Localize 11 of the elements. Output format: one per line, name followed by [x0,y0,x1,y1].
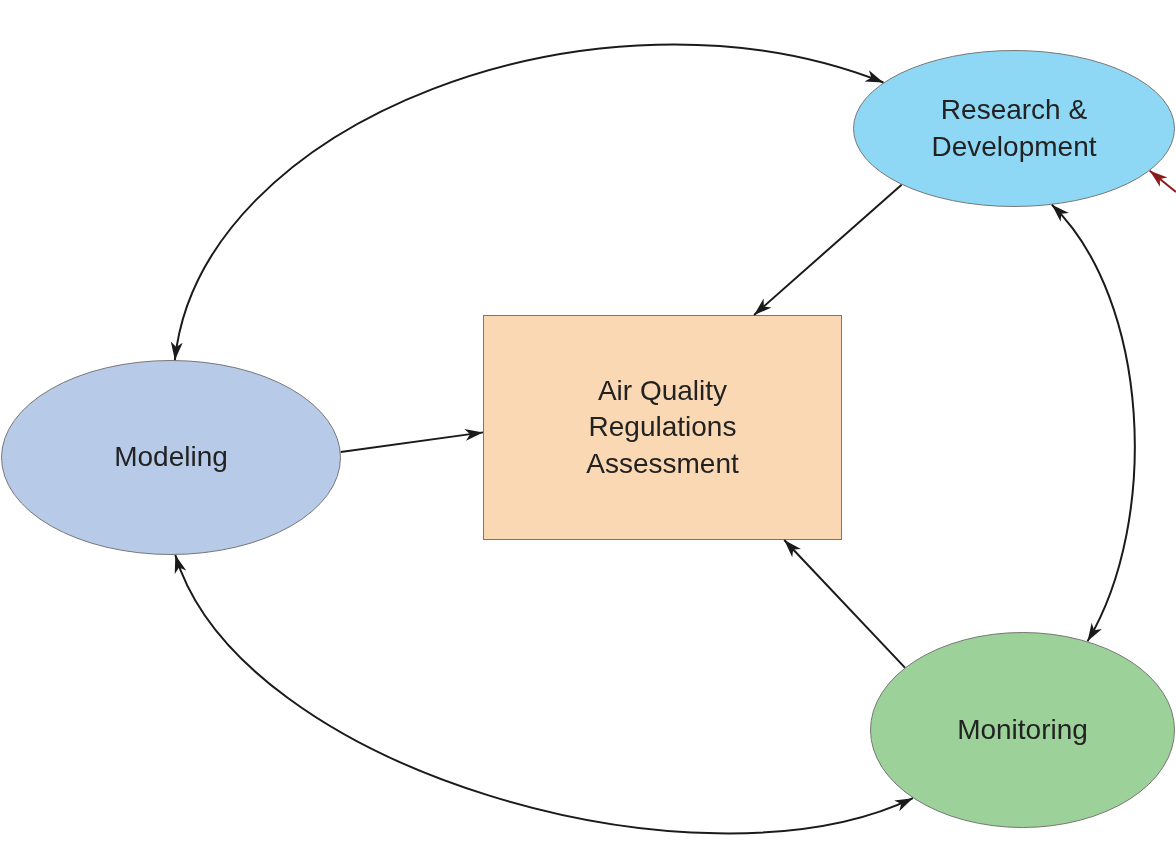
node-label: Monitoring [957,712,1088,747]
arrow [174,553,914,835]
arrow [783,539,906,669]
node-label: Research & Development [930,93,1098,164]
arrow [753,183,903,316]
node-label: Air Quality Regulations Assessment [585,373,740,481]
arrow [1050,203,1136,643]
arrow [1148,169,1176,193]
node-label: Modeling [114,440,228,475]
arrow [339,428,484,454]
arrow [173,43,885,362]
